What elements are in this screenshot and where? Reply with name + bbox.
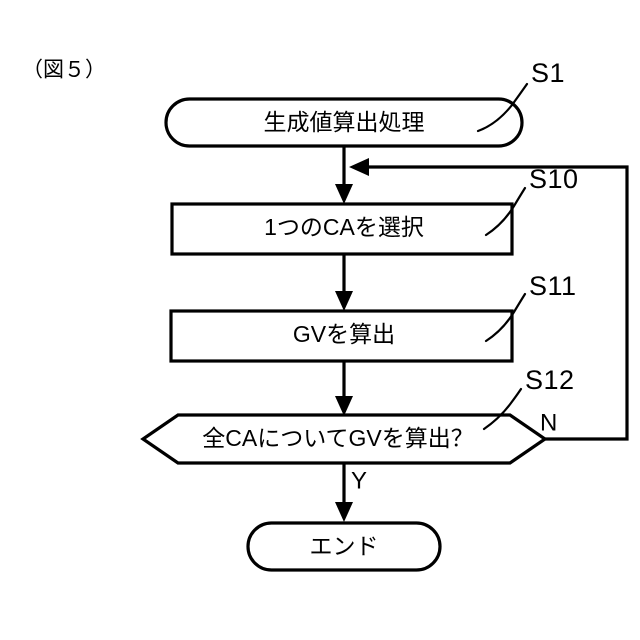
arrow-head-end-in — [335, 502, 353, 522]
arrow-head-loop-back — [349, 158, 369, 176]
branch-label-yes: Y — [351, 467, 367, 494]
edge-s10-to-s11 — [335, 254, 353, 311]
leader-line-s12 — [482, 387, 523, 431]
node-s1[interactable]: 生成値算出処理 — [164, 97, 524, 148]
step-label-s1: S1 — [531, 58, 565, 88]
node-s10[interactable]: 1つのCAを選択 — [170, 202, 514, 256]
node-s10-shape — [170, 202, 514, 256]
leader-line-s10 — [484, 186, 527, 237]
node-s12[interactable]: 全CAについてGVを算出？ — [140, 413, 548, 465]
figure-caption: （図５） — [22, 59, 106, 82]
node-s11-label: GVを算出 — [293, 321, 395, 347]
leader-line-s1 — [476, 82, 529, 133]
leader-line-s11 — [484, 292, 527, 343]
step-label-s10: S10 — [529, 164, 579, 194]
node-s1-label: 生成値算出処理 — [264, 109, 425, 135]
step-label-s12: S12 — [525, 365, 575, 395]
edge-s12-no-loop — [349, 158, 629, 441]
edge-s1-to-s10 — [335, 146, 353, 204]
arrow-head-s10-in — [335, 184, 353, 204]
node-end[interactable]: エンド — [246, 521, 442, 572]
step-label-s11: S11 — [529, 271, 577, 301]
node-s11[interactable]: GVを算出 — [169, 309, 514, 363]
edge-s12-yes — [335, 463, 353, 522]
node-s12-shape — [140, 413, 548, 465]
node-s11-shape — [169, 309, 514, 363]
node-end-shape — [246, 521, 442, 572]
arrow-head-s12-in — [335, 396, 353, 416]
node-end-label: エンド — [310, 533, 379, 559]
node-s10-label: 1つのCAを選択 — [264, 214, 424, 240]
node-s12-label: 全CAについてGVを算出？ — [202, 425, 474, 451]
arrow-head-s11-in — [335, 291, 353, 311]
branch-label-no: N — [540, 409, 557, 436]
edge-s11-to-s12 — [335, 361, 353, 416]
